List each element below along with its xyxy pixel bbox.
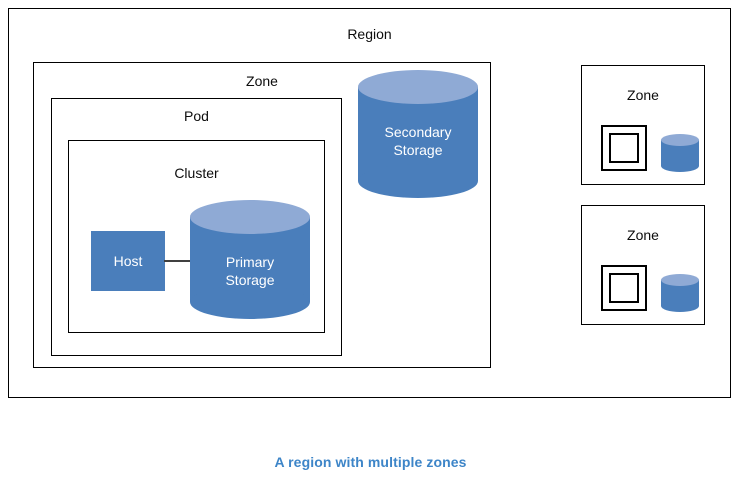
region-label: Region [347,26,392,42]
host-node-label: Host [113,253,143,269]
cylinder-top-ellipse [661,134,699,146]
cylinder-top-ellipse [661,274,699,286]
host-node: Host [91,231,165,291]
pod-container: Pod [51,98,342,356]
primary-storage-cylinder-icon: Primary Storage [190,200,310,319]
zone-label: Zone [627,227,659,243]
cylinder-bottom-curve [661,300,699,312]
host-node-icon [601,125,647,171]
cylinder-top-ellipse [358,70,478,104]
host-node-inner [609,133,639,163]
cluster-label: Cluster [174,165,219,181]
secondary-storage-label-line1: Secondary [384,124,452,140]
secondary-storage-label-line2: Storage [393,142,443,158]
region-container: Region [8,8,731,398]
host-to-primary-storage-connector [164,260,192,262]
cylinder-bottom-curve [358,164,478,198]
figure-caption: A region with multiple zones [274,454,467,470]
secondary-storage-cylinder-icon: Secondary Storage [358,70,478,198]
cylinder-bottom-curve [190,285,310,319]
primary-storage-label-line1: Primary [225,254,275,270]
storage-cylinder-icon [661,134,699,172]
zone-container-secondary-1: Zone [581,65,705,185]
primary-storage-label-line2: Storage [225,272,275,288]
zone-label: Zone [246,73,278,89]
host-node-inner [609,273,639,303]
primary-storage-label: Primary Storage [190,253,310,289]
zone-container-secondary-2: Zone [581,205,705,325]
host-node-icon [601,265,647,311]
cylinder-bottom-curve [661,160,699,172]
cylinder-top-ellipse [190,200,310,234]
pod-label: Pod [184,108,209,124]
cluster-container: Cluster [68,140,325,333]
zone-label: Zone [627,87,659,103]
secondary-storage-label: Secondary Storage [358,123,478,159]
storage-cylinder-icon [661,274,699,312]
zone-container-primary: Zone [33,62,491,368]
